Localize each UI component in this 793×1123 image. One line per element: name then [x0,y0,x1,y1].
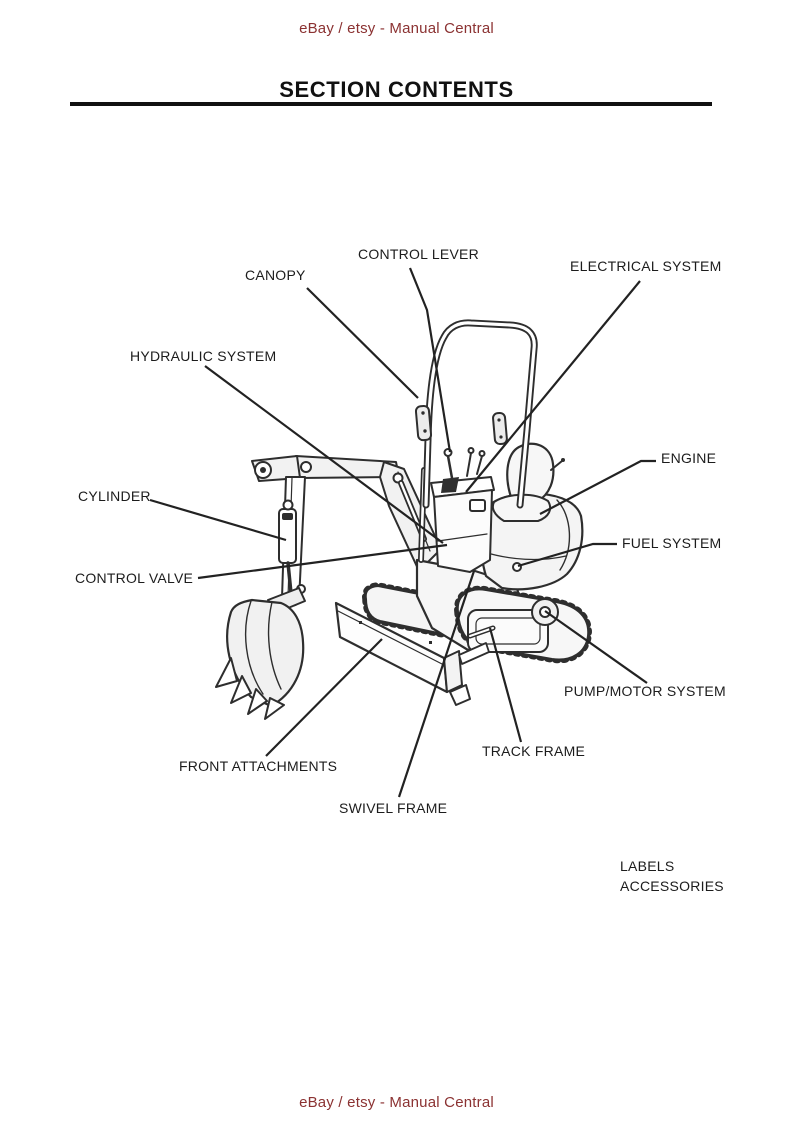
leader-fuel-system [517,542,617,568]
leader-electrical-system [465,280,641,493]
leader-front-attachments [265,638,383,757]
excavator-drawing [215,319,592,720]
fuel-cap [512,562,522,572]
callout-control-valve: CONTROL VALVE [75,570,194,586]
leader-pump-motor-system [544,610,648,684]
callout-fuel-system: FUEL SYSTEM [622,535,722,551]
bucket-teeth [215,657,285,720]
page-header: eBay / etsy - Manual Central [299,20,494,37]
title-underline [70,102,712,106]
callout-labels: LABELS [620,858,675,874]
callout-electrical-system: ELECTRICAL SYSTEM [570,258,722,274]
callout-pump-motor-system: PUMP/MOTOR SYSTEM [564,683,726,699]
leader-engine [539,459,656,515]
callout-hydraulic-system: HYDRAULIC SYSTEM [130,348,277,364]
page-footer: eBay / etsy - Manual Central [299,1094,494,1111]
leader-lines [149,267,656,798]
track-frame [467,609,549,653]
callout-canopy: CANOPY [245,267,306,283]
leader-canopy [306,287,419,399]
leader-cylinder [149,498,287,542]
callout-engine: ENGINE [661,450,717,466]
main-boom [379,461,442,572]
leader-control-lever [408,267,452,453]
page-title: SECTION CONTENTS [279,77,514,102]
electrical-box [469,499,486,512]
callout-front-attachments: FRONT ATTACHMENTS [179,758,338,774]
joystick-boot [441,477,459,493]
callout-accessories: ACCESSORIES [620,878,724,894]
callout-swivel-frame: SWIVEL FRAME [339,800,448,816]
leader-hydraulic-system [204,365,444,544]
control-lever [446,454,454,480]
leader-track-frame [488,627,523,743]
leader-control-valve [197,543,448,580]
callout-track-frame: TRACK FRAME [482,743,586,759]
callout-control-lever: CONTROL LEVER [358,246,479,262]
seat-backrest [506,442,555,504]
callout-cylinder: CYLINDER [78,488,151,504]
leader-swivel-frame [397,570,476,798]
